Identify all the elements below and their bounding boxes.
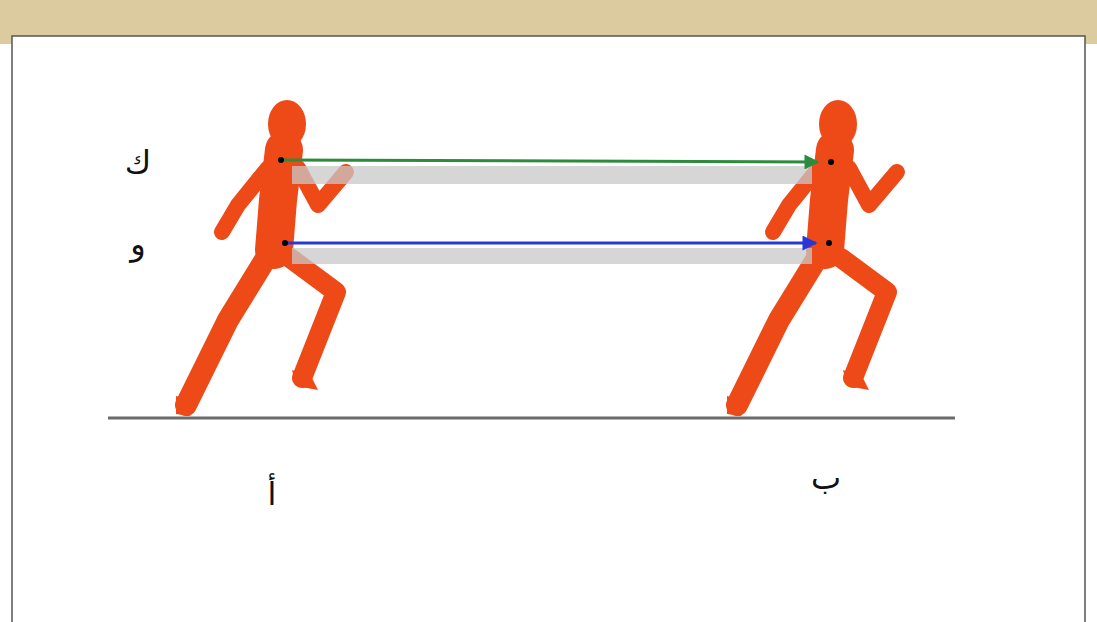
ground-line xyxy=(108,417,955,420)
point-dot xyxy=(282,240,288,246)
point-label: ك xyxy=(125,146,151,178)
point-dot xyxy=(828,159,834,165)
point-label: و xyxy=(130,228,145,260)
arrow-shadow xyxy=(292,248,812,264)
position-label: ب xyxy=(811,462,841,494)
point-dot xyxy=(278,157,284,163)
panel-frame xyxy=(12,36,1085,622)
point-dot xyxy=(826,240,832,246)
displacement-arrow xyxy=(281,160,818,162)
position-label: أ xyxy=(268,478,277,510)
arrow-shadow xyxy=(292,166,812,184)
displacement-arrow xyxy=(285,242,816,245)
